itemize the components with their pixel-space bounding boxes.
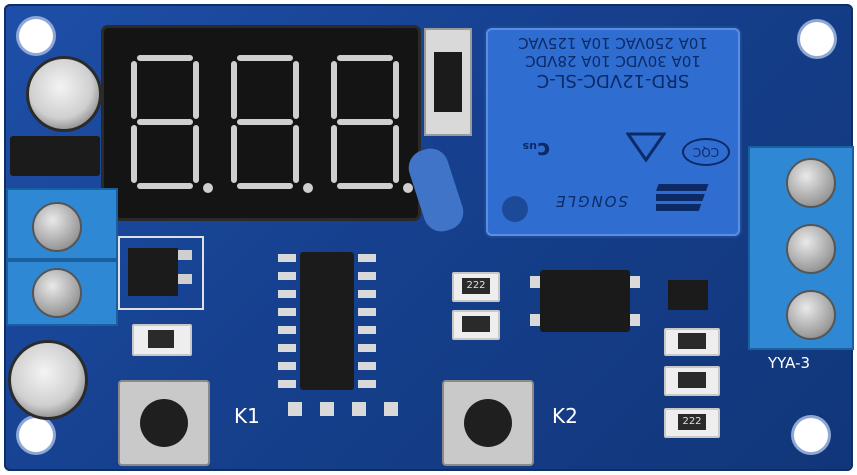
resistor-left <box>132 324 192 356</box>
led-pads <box>286 398 402 420</box>
ic-pads <box>278 248 376 396</box>
capacitor-top-left <box>26 56 102 132</box>
mounting-hole-bottom-left <box>19 418 53 452</box>
relay-dot <box>502 196 528 222</box>
ic-chip <box>300 252 354 390</box>
capacitor-bottom-left <box>8 340 88 420</box>
mounting-hole-bottom-right <box>794 418 828 452</box>
display-segments <box>131 55 413 193</box>
resistor-center-bottom <box>452 310 500 340</box>
k1-label: K1 <box>234 404 260 428</box>
resistor-code: 222 <box>462 278 490 294</box>
screw-icon <box>786 290 836 340</box>
relay-rating-ac: 10A 250VAC 10A 125VAC <box>518 34 708 52</box>
relay-model-text: SRD-12VDC-SL-C <box>536 70 690 91</box>
k2-button[interactable] <box>442 380 534 466</box>
mounting-hole-top-right <box>800 22 834 56</box>
resistor-code: 222 <box>678 414 706 430</box>
seven-segment-display: 8. 8. 8. <box>104 28 418 218</box>
transistor-right <box>668 280 708 310</box>
cqc-mark-icon: CQC <box>682 138 730 166</box>
optocoupler-chip <box>540 270 630 332</box>
relay-rating-dc: 10A 30VDC 10A 28VDC <box>525 52 701 70</box>
resistor-right-2 <box>664 366 720 396</box>
diode-top-left <box>10 136 100 176</box>
resistor-right-1 <box>664 328 720 356</box>
resistor-center-top: 222 <box>452 272 500 302</box>
resistor-right-3: 222 <box>664 408 720 438</box>
terminal-block-left <box>6 188 118 326</box>
relay-brand: SONGLE <box>554 192 629 210</box>
screw-icon <box>32 202 82 252</box>
terminal-block-right <box>748 146 854 350</box>
cqc-label: CQC <box>692 145 720 159</box>
screw-icon <box>786 158 836 208</box>
ul-mark-icon: cus <box>506 132 550 162</box>
triangle-mark-icon <box>625 132 667 163</box>
k2-label: K2 <box>552 404 578 428</box>
ul-us-label: us <box>522 140 537 153</box>
screw-icon <box>32 268 82 318</box>
model-label: YYA-3 <box>768 354 811 372</box>
regulator-outline <box>118 236 204 310</box>
relay: SRD-12VDC-SL-C 10A 30VDC 10A 28VDC 10A 2… <box>486 28 740 236</box>
screw-icon <box>786 224 836 274</box>
mounting-hole-top-left <box>19 19 53 53</box>
songle-logo-icon <box>648 180 714 216</box>
k1-button-cap[interactable] <box>140 399 188 447</box>
k1-button[interactable] <box>118 380 210 466</box>
k2-button-cap[interactable] <box>464 399 512 447</box>
ul-c-label: c <box>536 137 550 162</box>
transistor-top <box>424 28 472 136</box>
